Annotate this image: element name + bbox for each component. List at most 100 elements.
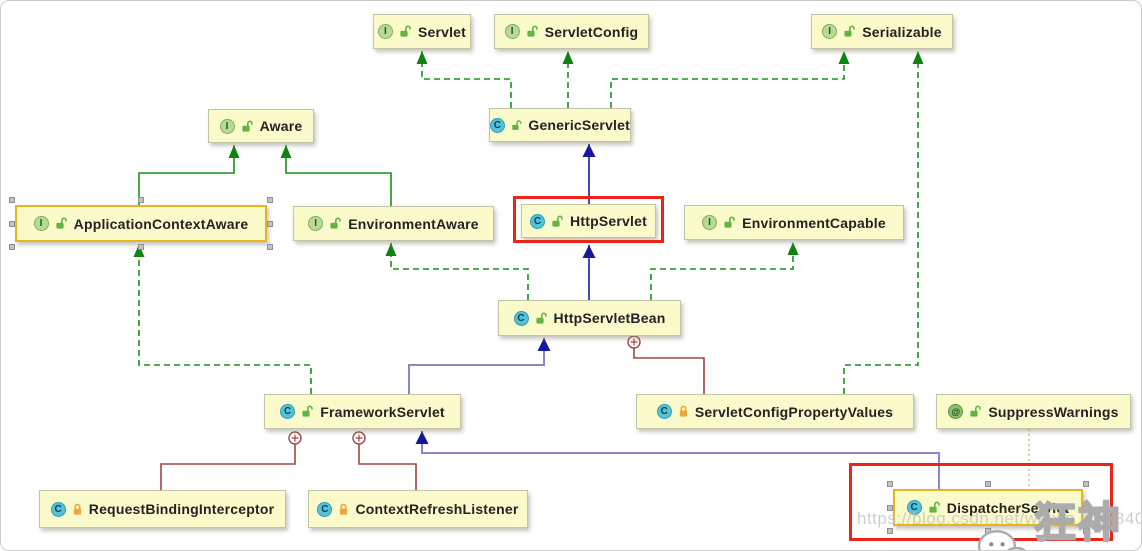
public-lock-icon — [400, 25, 411, 37]
class-icon: C — [656, 404, 672, 419]
class-icon: C — [490, 117, 505, 133]
edge-generic-servlet-implements-serializable — [610, 51, 845, 108]
node-label: Serializable — [862, 23, 942, 40]
node-label: FrameworkServlet — [320, 403, 445, 420]
node-label: HttpServlet — [570, 213, 647, 229]
node-label: Servlet — [417, 23, 467, 40]
node-environment-aware[interactable]: I EnvironmentAware — [293, 206, 494, 241]
interface-icon: I — [219, 118, 235, 134]
node-serializable[interactable]: I Serializable — [811, 14, 953, 49]
public-lock-icon — [56, 217, 67, 229]
edge-framework-servlet-inner-context-refresh-listener — [358, 444, 417, 490]
public-lock-icon — [929, 501, 940, 513]
node-framework-servlet[interactable]: C FrameworkServlet — [264, 394, 461, 429]
edge-http-servlet-bean-implements-environment-aware — [390, 243, 529, 300]
private-lock-icon — [340, 503, 348, 515]
node-http-servlet-bean[interactable]: C HttpServletBean — [498, 300, 681, 336]
selection-handle[interactable] — [1083, 481, 1089, 487]
node-label: SuppressWarnings — [988, 403, 1119, 420]
arrowhead-generic-servlet-implements-serializable — [838, 51, 850, 64]
selection-handle[interactable] — [887, 504, 893, 511]
node-servlet-config[interactable]: I ServletConfig — [494, 14, 649, 49]
selection-handle[interactable] — [9, 244, 15, 250]
node-servlet-config-property-values[interactable]: C ServletConfigPropertyValues — [636, 394, 914, 429]
arrowhead-http-servlet-extends-generic-servlet — [582, 144, 596, 157]
edge-environment-aware-extends-aware — [285, 145, 392, 206]
arrowhead-http-servlet-bean-extends-http-servlet — [582, 245, 596, 258]
selection-handle[interactable] — [267, 220, 273, 227]
node-application-context-aware[interactable]: I ApplicationContextAware — [15, 205, 267, 242]
selection-handle[interactable] — [138, 197, 144, 203]
interface-icon: I — [377, 24, 393, 39]
public-lock-icon — [724, 216, 735, 228]
arrowhead-framework-servlet-implements-application-context-aware — [133, 244, 145, 257]
node-label: ServletConfig — [544, 23, 639, 40]
arrowhead-http-servlet-bean-implements-environment-capable — [787, 242, 799, 255]
watermark-brand-text: 狂神说 — [1033, 498, 1122, 547]
selection-handle[interactable] — [985, 481, 991, 487]
class-icon: C — [513, 310, 529, 326]
arrowhead-servlet-config-property-values-implements-serializable — [912, 51, 924, 64]
node-request-binding-interceptor[interactable]: C RequestBindingInterceptor — [39, 490, 286, 528]
node-label: ContextRefreshListener — [355, 501, 519, 517]
selection-handle[interactable] — [1083, 504, 1089, 511]
node-label: Aware — [259, 118, 303, 134]
selection-handle[interactable] — [9, 220, 15, 227]
interface-icon: I — [702, 215, 718, 230]
node-label: DispatcherServlet — [946, 499, 1070, 516]
edge-framework-servlet-extends-http-servlet-bean — [408, 338, 545, 394]
private-lock-icon — [73, 503, 81, 515]
http-servlet-highlight — [513, 196, 664, 243]
public-lock-icon — [970, 405, 982, 417]
node-servlet[interactable]: I Servlet — [373, 14, 471, 49]
node-label: GenericServlet — [528, 117, 630, 133]
node-http-servlet[interactable]: C HttpServlet — [521, 204, 656, 238]
arrowhead-framework-servlet-extends-http-servlet-bean — [537, 338, 551, 351]
watermark-url: https://blog.csdn.net/weixin_46084099 — [857, 509, 1142, 528]
class-icon: C — [317, 501, 333, 517]
node-label: EnvironmentCapable — [742, 214, 886, 231]
arrowhead-generic-servlet-implements-servlet-config — [562, 51, 574, 64]
node-aware[interactable]: I Aware — [208, 109, 314, 143]
class-icon: C — [280, 404, 296, 419]
node-suppress-warnings[interactable]: @ SuppressWarnings — [936, 394, 1131, 429]
private-lock-icon — [679, 405, 688, 417]
node-environment-capable[interactable]: I EnvironmentCapable — [684, 205, 904, 240]
public-lock-icon — [535, 312, 547, 324]
node-context-refresh-listener[interactable]: C ContextRefreshListener — [308, 490, 528, 528]
annotation-icon: @ — [948, 404, 964, 419]
arrowhead-application-context-aware-extends-aware — [228, 145, 240, 158]
class-icon: C — [906, 500, 922, 515]
arrowhead-generic-servlet-implements-servlet — [416, 51, 428, 64]
node-generic-servlet[interactable]: C GenericServlet — [489, 108, 631, 142]
selection-handle[interactable] — [887, 528, 893, 534]
selection-handle[interactable] — [887, 481, 893, 487]
edge-http-servlet-bean-implements-environment-capable — [650, 242, 794, 300]
node-dispatcher-servlet[interactable]: C DispatcherServlet — [893, 489, 1083, 526]
interface-icon: I — [504, 24, 520, 39]
public-lock-icon — [302, 405, 314, 417]
selection-handle[interactable] — [9, 197, 15, 203]
watermark-brand: 狂神说 — [975, 489, 1141, 550]
arrowhead-http-servlet-bean-implements-environment-aware — [385, 243, 397, 256]
node-label: ApplicationContextAware — [73, 215, 249, 232]
selection-handle[interactable] — [138, 244, 144, 250]
class-icon: C — [50, 501, 66, 517]
interface-icon: I — [33, 216, 49, 231]
node-label: EnvironmentAware — [348, 215, 479, 232]
interface-icon: I — [308, 216, 324, 231]
selection-handle[interactable] — [267, 197, 273, 203]
edge-servlet-config-property-values-implements-serializable — [843, 51, 919, 394]
edge-application-context-aware-extends-aware — [138, 145, 235, 205]
arrowhead-environment-aware-extends-aware — [280, 145, 292, 158]
public-lock-icon — [552, 215, 563, 227]
node-label: ServletConfigPropertyValues — [694, 403, 894, 420]
selection-handle[interactable] — [267, 244, 273, 250]
public-lock-icon — [527, 25, 538, 37]
public-lock-icon — [330, 217, 342, 229]
node-label: HttpServletBean — [553, 310, 666, 326]
wechat-icon — [977, 530, 1026, 550]
public-lock-icon — [844, 25, 856, 37]
selection-handle[interactable] — [1083, 528, 1089, 534]
